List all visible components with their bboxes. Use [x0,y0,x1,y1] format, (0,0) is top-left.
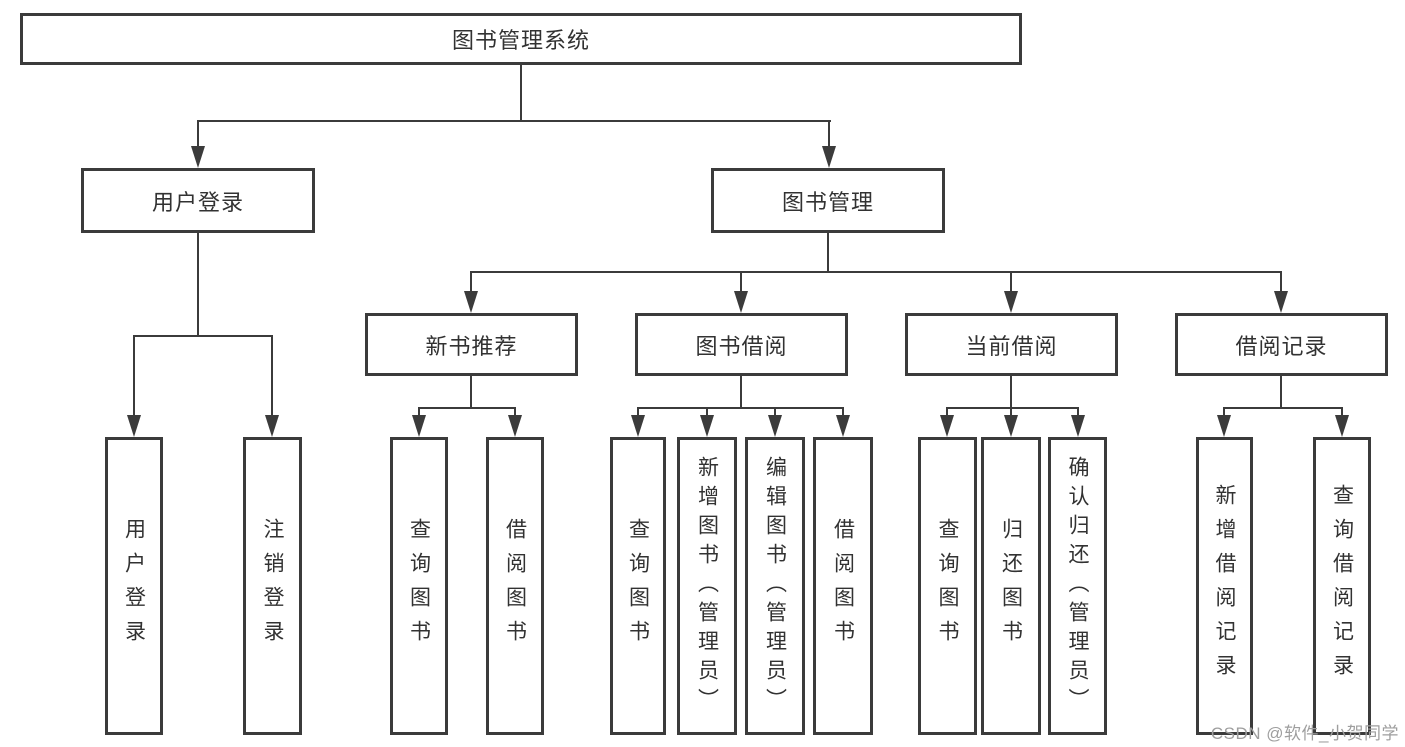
arrowhead-icon [265,415,279,437]
node-book-borrow: 图书借阅 [635,313,848,376]
connector-line [514,407,516,416]
node-current-borrow: 当前借阅 [905,313,1118,376]
leaf-confirm-return-admin-label: 确认归还（管理员） [1066,455,1089,717]
arrowhead-icon [1217,415,1231,437]
leaf-borrow-book-recommend-label: 借阅图书 [503,518,527,654]
node-borrow-record-label: 借阅记录 [1235,333,1328,359]
arrowhead-icon [464,291,478,313]
connector-line [842,407,844,416]
connector-line [133,335,135,416]
leaf-add-book-admin: 新增图书（管理员） [677,437,737,735]
leaf-logout-label: 注销登录 [261,518,284,654]
arrowhead-icon [191,146,205,168]
leaf-query-borrow-record: 查询借阅记录 [1313,437,1371,735]
leaf-query-book-recommend-label: 查询图书 [407,518,431,654]
node-borrow-record: 借阅记录 [1175,313,1388,376]
arrowhead-icon [940,415,954,437]
connector-line [197,120,831,122]
arrowhead-icon [1004,415,1018,437]
connector-line [1077,407,1079,416]
connector-line [133,335,273,337]
leaf-borrow-book: 借阅图书 [813,437,873,735]
arrowhead-icon [768,415,782,437]
leaf-return-book: 归还图书 [981,437,1041,735]
leaf-query-current-borrow: 查询图书 [918,437,977,735]
connector-line [706,407,708,416]
arrowhead-icon [836,415,850,437]
arrowhead-icon [1004,291,1018,313]
connector-line [470,376,472,407]
arrowhead-icon [412,415,426,437]
connector-line [1010,376,1012,407]
arrowhead-icon [1274,291,1288,313]
connector-line [418,407,516,409]
leaf-query-current-borrow-label: 查询图书 [936,518,959,654]
connector-line [1010,271,1012,292]
connector-line [520,65,522,120]
connector-line [637,407,844,409]
leaf-logout: 注销登录 [243,437,302,735]
connector-line [1280,376,1282,407]
arrowhead-icon [1071,415,1085,437]
leaf-add-book-admin-label: 新增图书（管理员） [695,455,719,717]
connector-line [1223,407,1225,416]
connector-line [1280,271,1282,292]
leaf-return-book-label: 归还图书 [999,518,1023,654]
arrowhead-icon [631,415,645,437]
connector-line [1341,407,1343,416]
csdn-watermark: CSDN @软件_小贺同学 [1210,724,1399,743]
connector-line [637,407,639,416]
connector-line [740,376,742,407]
node-root: 图书管理系统 [20,13,1022,65]
arrowhead-icon [127,415,141,437]
connector-line [1223,407,1343,409]
node-book-borrow-label: 图书借阅 [695,333,788,359]
leaf-borrow-book-recommend: 借阅图书 [486,437,544,735]
node-book-management: 图书管理 [711,168,945,233]
node-current-borrow-label: 当前借阅 [965,333,1058,359]
leaf-query-book-borrow: 查询图书 [610,437,666,735]
node-new-book-recommend: 新书推荐 [365,313,578,376]
leaf-borrow-book-label: 借阅图书 [831,518,855,654]
connector-line [197,233,199,335]
connector-line [1010,407,1012,416]
arrowhead-icon [822,146,836,168]
arrowhead-icon [700,415,714,437]
leaf-query-book-recommend: 查询图书 [390,437,448,735]
leaf-query-borrow-record-label: 查询借阅记录 [1330,484,1354,688]
leaf-edit-book-admin-label: 编辑图书（管理员） [763,455,787,717]
connector-line [774,407,776,416]
node-user-login-label: 用户登录 [151,189,244,215]
leaf-add-borrow-record: 新增借阅记录 [1196,437,1253,735]
connector-line [828,120,830,147]
connector-line [470,271,1282,273]
connector-line [740,271,742,292]
leaf-confirm-return-admin: 确认归还（管理员） [1048,437,1107,735]
leaf-add-borrow-record-label: 新增借阅记录 [1213,484,1236,688]
connector-line [418,407,420,416]
leaf-edit-book-admin: 编辑图书（管理员） [745,437,805,735]
connector-line [470,271,472,292]
connector-line [271,335,273,416]
connector-line [946,407,948,416]
connector-line [197,120,199,147]
leaf-user-login: 用户登录 [105,437,163,735]
node-user-login: 用户登录 [81,168,315,233]
node-new-book-recommend-label: 新书推荐 [425,333,518,359]
leaf-user-login-label: 用户登录 [122,518,146,654]
node-root-label: 图书管理系统 [451,28,590,53]
connector-line [827,233,829,271]
arrowhead-icon [734,291,748,313]
connector-line [946,407,1079,409]
node-book-management-label: 图书管理 [781,189,874,215]
arrowhead-icon [508,415,522,437]
arrowhead-icon [1335,415,1349,437]
leaf-query-book-borrow-label: 查询图书 [626,518,650,654]
